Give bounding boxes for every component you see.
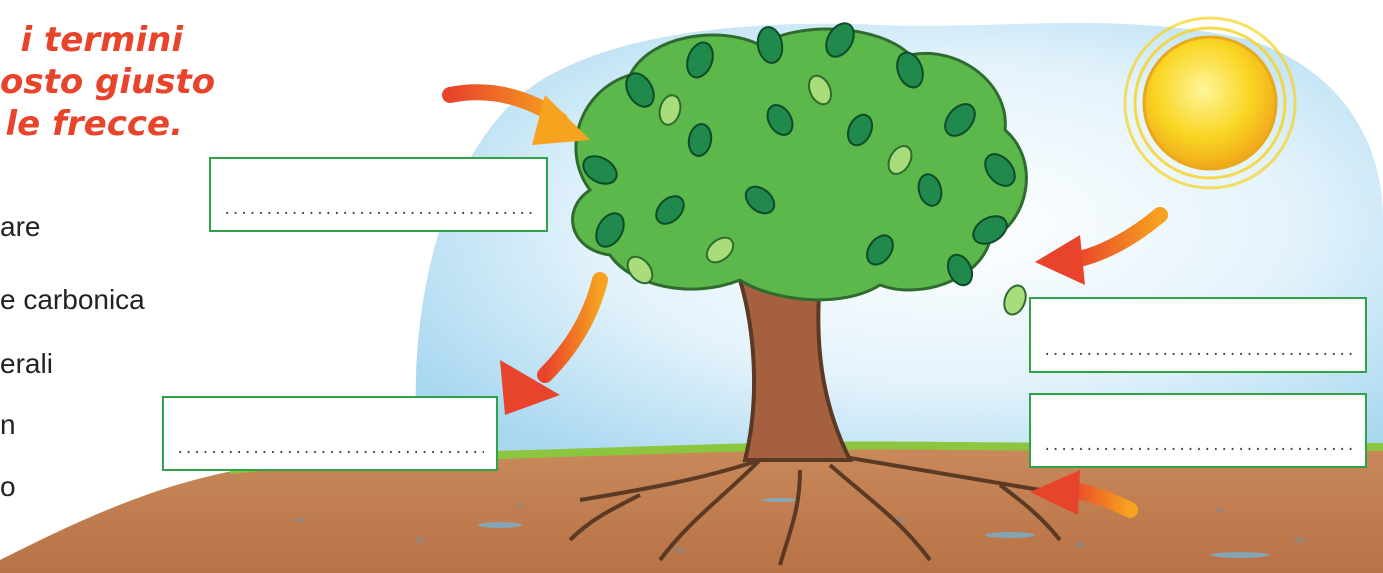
light-leaves [626, 74, 1027, 316]
answer-placeholder: ..................................... [176, 441, 484, 457]
answer-placeholder: ..................................... [1043, 343, 1353, 359]
word-list-item: erali [0, 348, 53, 379]
word-list-item: are [0, 211, 41, 242]
word-list-item: n [0, 409, 16, 440]
soil-ground [0, 442, 1383, 573]
sun-icon [1123, 16, 1297, 190]
instruction-line-2: osto giusto [0, 62, 216, 102]
arrow-top-left [442, 84, 590, 145]
answer-placeholder: ..................................... [1043, 438, 1353, 454]
answer-box-bottom-left[interactable]: ..................................... [162, 396, 498, 471]
roots [568, 456, 1062, 566]
leaves [582, 22, 1016, 287]
answer-placeholder: ..................................... [223, 202, 534, 218]
word-list-item: o [0, 471, 16, 502]
arrow-sun [1035, 207, 1168, 285]
answer-box-top-left[interactable]: ..................................... [209, 157, 548, 232]
soil-water [478, 498, 1270, 558]
answer-box-right-top[interactable]: ..................................... [1029, 297, 1367, 373]
instruction-line-1: i termini [20, 20, 183, 60]
answer-box-right-bottom[interactable]: ..................................... [1029, 393, 1367, 468]
word-list-item: e carbonica [0, 284, 145, 315]
arrow-roots [1030, 470, 1138, 518]
instruction-line-3: le frecce. [5, 104, 183, 144]
arrow-bottom-left [500, 272, 608, 415]
soil-pebbles [294, 503, 1306, 553]
foliage [571, 27, 1028, 302]
